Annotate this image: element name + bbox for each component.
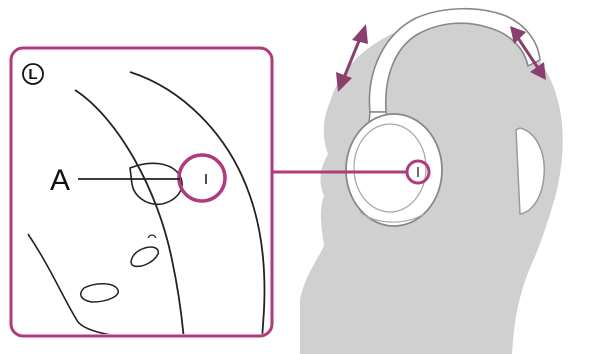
callout-label-a: A: [50, 164, 70, 197]
left-side-mark-label: L: [28, 66, 37, 83]
